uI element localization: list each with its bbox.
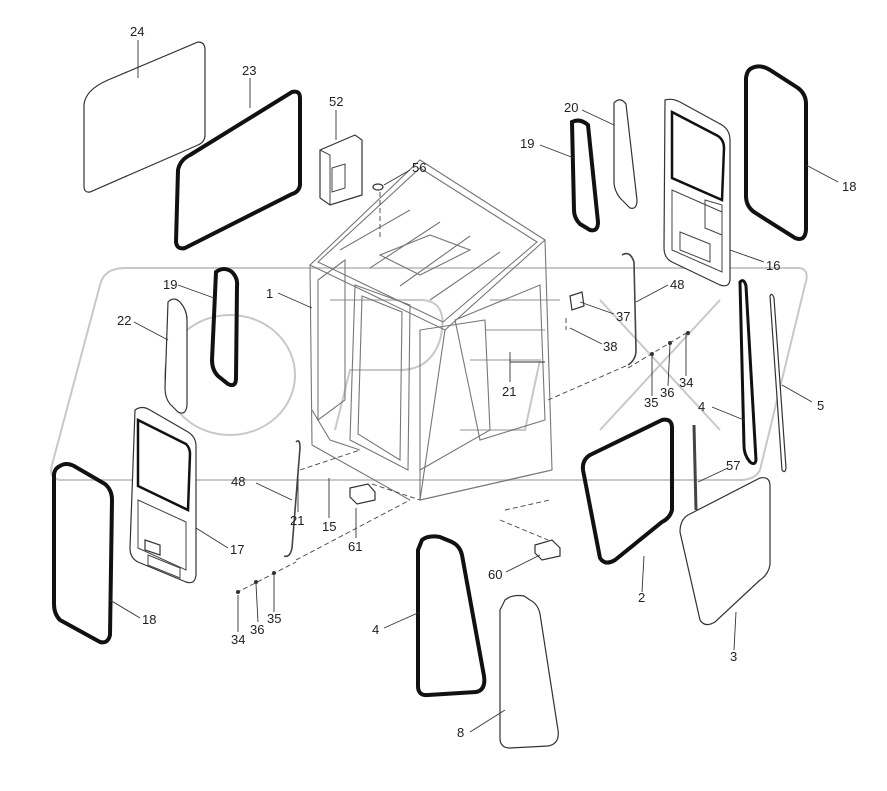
lower-glass-8 [499,594,559,749]
fasteners-34-35-36-left [235,561,297,594]
bracket-37 [569,291,585,311]
callout-18-right: 18 [842,179,856,194]
callout-18-left: 18 [142,612,156,627]
callout-22: 22 [117,313,131,328]
rear-gasket-23 [173,89,302,251]
callout-24: 24 [130,24,144,39]
door-upper-glass-22 [164,298,188,414]
callout-labels: 24 23 52 56 20 19 18 16 1 19 22 48 37 38… [117,24,856,740]
plug-56 [372,183,384,191]
callout-3: 3 [730,649,737,664]
callout-48-left: 48 [231,474,245,489]
side-gasket-4-right [738,279,758,466]
callout-48-right: 48 [670,277,684,292]
bracket-60 [534,539,561,561]
callout-8: 8 [457,725,464,740]
callout-61: 61 [348,539,362,554]
front-gasket-2 [580,417,674,565]
door-gasket-19-left [209,267,240,388]
callout-57: 57 [726,458,740,473]
fasteners-34-35-36-right [627,331,690,369]
callout-34-right: 34 [679,375,693,390]
callout-19-left: 19 [163,277,177,292]
callout-60: 60 [488,567,502,582]
cab-frame-1 [309,159,553,501]
callout-52: 52 [329,94,343,109]
callout-20: 20 [564,100,578,115]
bracket-52 [319,134,363,206]
door-gasket-19-right [569,118,601,233]
callout-5: 5 [817,398,824,413]
bracket-61 [349,483,376,505]
callout-2: 2 [638,590,645,605]
door-upper-glass-20 [613,99,638,209]
callout-21-left: 21 [290,513,304,528]
side-glass-5 [769,293,787,473]
door-gasket-18-right [744,64,808,241]
callout-34-left: 34 [231,632,245,647]
door-gasket-18-left [52,462,115,645]
callout-36-right: 36 [660,385,674,400]
callout-4-lower: 4 [372,622,379,637]
strip-57 [692,424,698,511]
callout-1: 1 [266,286,273,301]
front-glass-3 [679,477,771,626]
rear-glass-24 [83,41,206,193]
callout-21-center: 21 [502,384,516,399]
lower-gasket-4 [416,534,487,698]
callout-17: 17 [230,542,244,557]
callout-56: 56 [412,160,426,175]
callout-36-left: 36 [250,622,264,637]
callout-37: 37 [616,309,630,324]
cab-door-16 [663,98,731,287]
handrail-48-left [283,440,301,558]
callout-15: 15 [322,519,336,534]
callout-23: 23 [242,63,256,78]
callout-19-right: 19 [520,136,534,151]
callout-35-left: 35 [267,611,281,626]
cab-door-17 [129,406,197,584]
leader-lines [109,40,839,733]
callout-35-right: 35 [644,395,658,410]
callout-4-right: 4 [698,399,705,414]
callout-16: 16 [766,258,780,273]
handrail-48-right [621,252,637,366]
callout-38: 38 [603,339,617,354]
